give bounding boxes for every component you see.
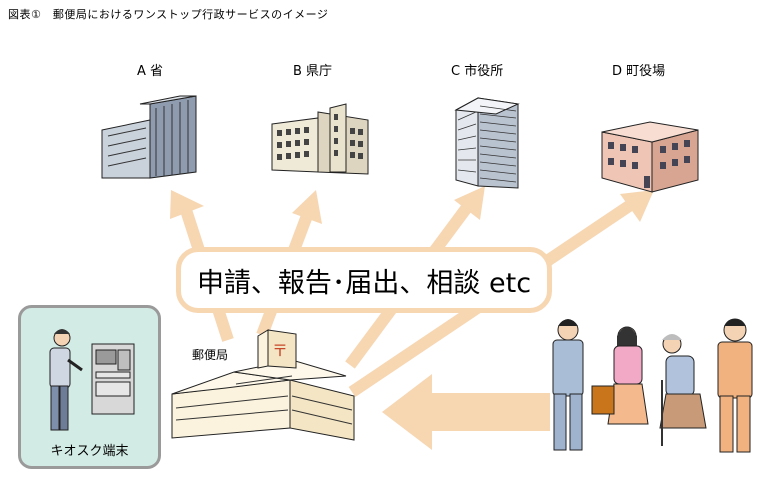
citizens-group-icon — [552, 318, 753, 453]
kiosk-user-icon — [49, 329, 83, 431]
agency-label-c: C 市役所 — [451, 64, 504, 79]
kiosk-label: キオスク端末 — [50, 444, 129, 459]
town-hall-icon — [601, 121, 699, 193]
services-label: 申請、報告･届出、相談 etc — [196, 267, 532, 299]
figure-caption: 図表① 郵便局におけるワンストップ行政サービスのイメージ — [8, 8, 329, 21]
city-hall-icon — [454, 97, 520, 189]
post-office-label: 郵便局 — [192, 348, 229, 362]
prefectural-office-icon — [271, 103, 369, 175]
kiosk-terminal-icon — [91, 343, 135, 415]
svg-text:〒: 〒 — [272, 341, 288, 360]
agency-label-b: B 県庁 — [293, 64, 333, 79]
post-office-icon: 〒 — [171, 329, 355, 441]
services-label-box: 申請、報告･届出、相談 etc — [176, 247, 552, 313]
office-tower-icon — [101, 95, 197, 179]
agency-label-d: D 町役場 — [612, 64, 666, 79]
agency-label-a: A 省 — [137, 64, 164, 79]
arrow-people-to-post-office — [382, 374, 550, 450]
